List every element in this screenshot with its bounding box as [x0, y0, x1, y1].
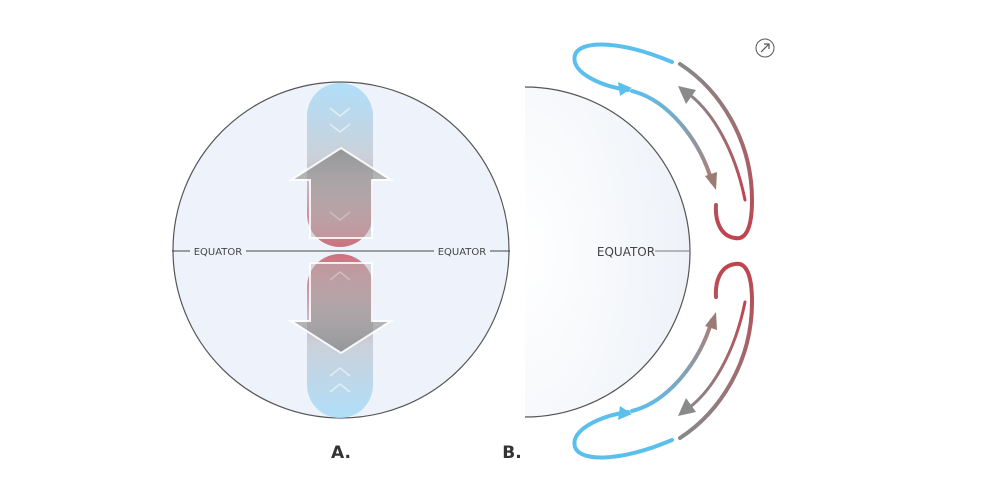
upper-rise-arrow-head — [678, 86, 696, 104]
globe-b — [524, 86, 691, 418]
panel-label-b: B. — [502, 443, 521, 463]
upper-return-arrow-head — [705, 172, 717, 190]
equator-label-left: EQUATOR — [194, 247, 243, 258]
equator-label-right: EQUATOR — [438, 247, 487, 258]
panel-b: EQUATOR B. — [502, 42, 755, 463]
lower-return-arrow-head — [705, 312, 717, 330]
panel-a: EQUATOR EQUATOR A. — [172, 81, 510, 463]
panel-label-a: A. — [331, 443, 351, 463]
upper-inner-arrow-head — [618, 82, 632, 96]
upward-flow-arrow — [287, 146, 395, 239]
downward-flow-arrow — [287, 262, 395, 355]
lower-rise-arrow-head — [678, 398, 696, 416]
equator-label-b: EQUATOR — [597, 245, 655, 259]
upper-circulation-loop — [572, 42, 755, 241]
lower-inner-arrow-head — [618, 406, 632, 420]
globe-a — [172, 81, 510, 419]
expand-button[interactable] — [755, 38, 775, 58]
lower-circulation-loop — [572, 261, 755, 460]
